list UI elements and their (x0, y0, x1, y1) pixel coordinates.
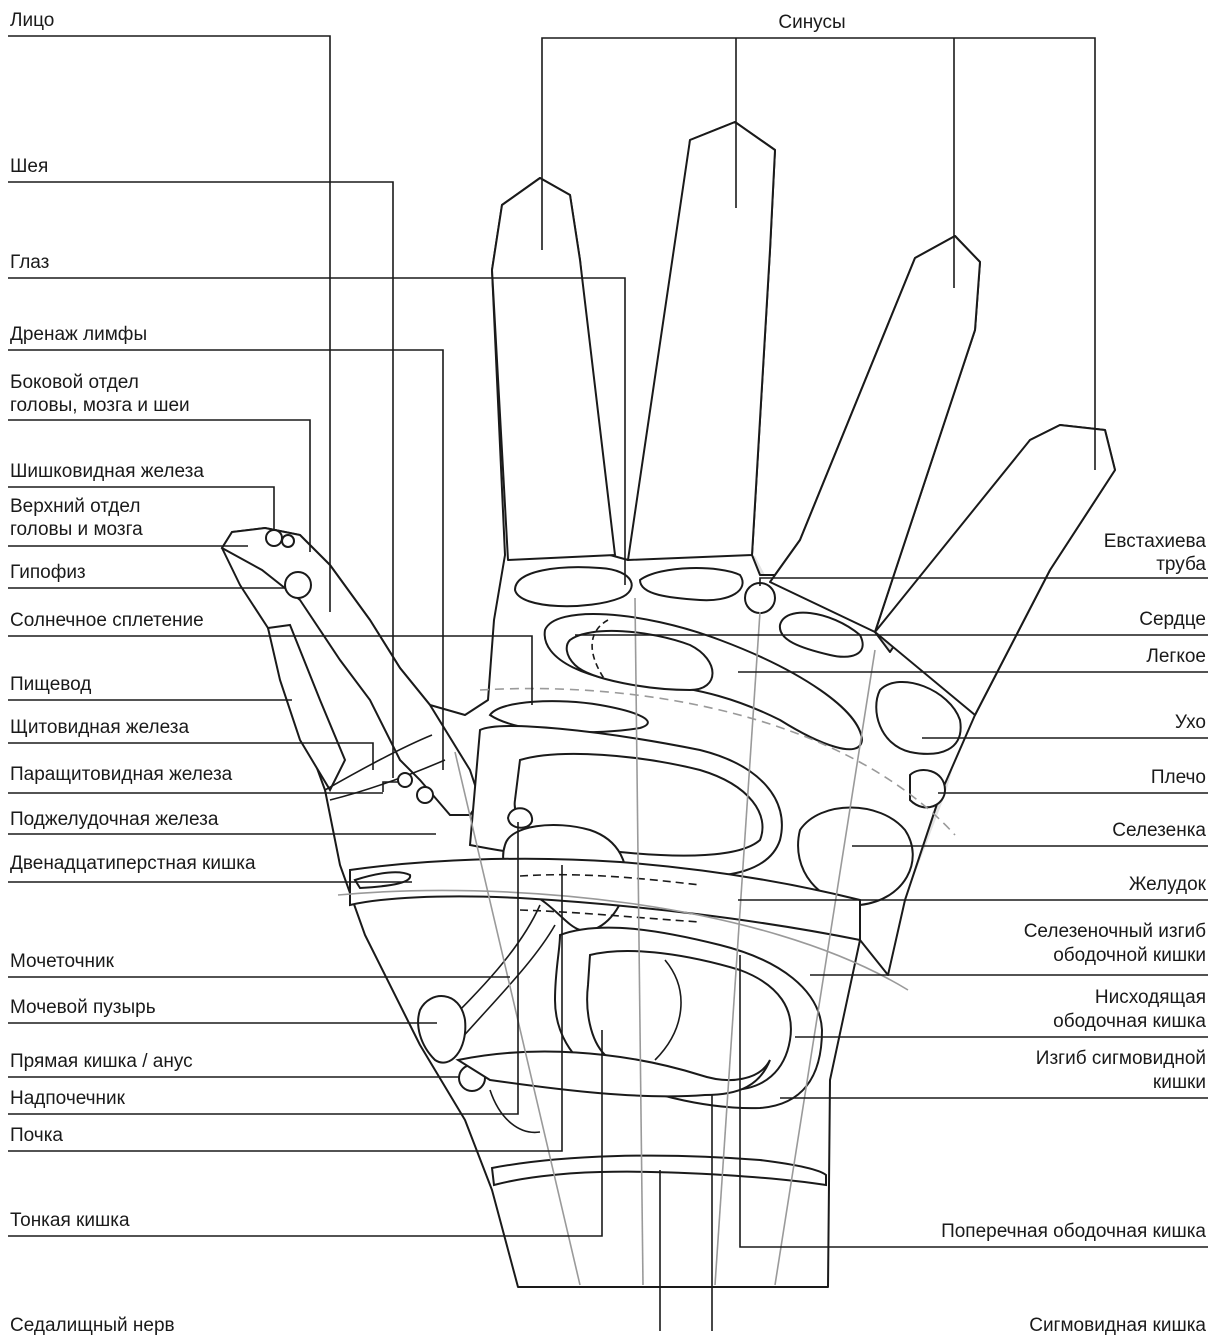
duodenum-zone (508, 808, 532, 828)
label-eustachian-line2: труба (1156, 553, 1206, 577)
label-eye: Глаз (10, 251, 49, 275)
label-side-head-line2: головы, мозга и шеи (10, 394, 190, 418)
label-sigmoid-colon: Сигмовидная кишка (1029, 1314, 1206, 1338)
label-thyroid: Щитовидная железа (10, 716, 189, 740)
label-spleen: Селезенка (1112, 819, 1206, 843)
label-upper-head-line2: головы и мозга (10, 518, 143, 542)
shoulder-zone (910, 770, 945, 807)
eustachian-point (745, 583, 775, 613)
label-sigmoid-flexure-line1: Изгиб сигмовидной (1036, 1047, 1206, 1071)
label-duodenum: Двенадцатиперстная кишка (10, 852, 256, 876)
label-heart: Сердце (1139, 608, 1206, 632)
label-kidney: Почка (10, 1124, 63, 1148)
label-transverse-colon: Поперечная ободочная кишка (941, 1220, 1206, 1244)
label-ureter: Мочеточник (10, 950, 114, 974)
label-pineal: Шишковидная железа (10, 460, 204, 484)
pineal-point (266, 530, 282, 546)
parathyroid-point-2 (417, 787, 433, 803)
label-sciatic: Седалищный нерв (10, 1314, 175, 1338)
label-parathyroid: Паращитовидная железа (10, 763, 232, 787)
label-sigmoid-flexure-line2: кишки (1153, 1071, 1206, 1095)
index-finger (492, 178, 615, 560)
label-lung: Легкое (1146, 645, 1206, 669)
label-bladder: Мочевой пузырь (10, 996, 156, 1020)
label-splenic-flexure-line2: ободочной кишки (1053, 944, 1206, 968)
label-lymph-drainage: Дренаж лимфы (10, 323, 147, 347)
pituitary-point (285, 572, 311, 598)
label-upper-head-line1: Верхний отдел (10, 495, 140, 519)
label-neck: Шея (10, 155, 48, 179)
label-adrenal: Надпочечник (10, 1087, 125, 1111)
label-pituitary: Гипофиз (10, 561, 86, 585)
label-ear: Ухо (1175, 711, 1206, 735)
label-side-head-line1: Боковой отдел (10, 371, 139, 395)
middle-finger (628, 122, 775, 560)
label-stomach: Желудок (1129, 873, 1206, 897)
label-rectum: Прямая кишка / анус (10, 1050, 193, 1074)
finger-base-zone-1 (515, 567, 632, 606)
label-pancreas: Поджелудочная железа (10, 808, 218, 832)
label-small-intestine: Тонкая кишка (10, 1209, 130, 1233)
parathyroid-point-1 (398, 773, 412, 787)
label-sinuses: Синусы (752, 11, 872, 35)
pineal-point-2 (282, 535, 294, 547)
label-shoulder: Плечо (1151, 766, 1206, 790)
label-descending-colon-line2: ободочная кишка (1053, 1010, 1206, 1034)
label-splenic-flexure-line1: Селезеночный изгиб (1024, 920, 1206, 944)
label-solar-plexus: Солнечное сплетение (10, 609, 204, 633)
label-descending-colon-line1: Нисходящая (1095, 986, 1206, 1010)
label-face: Лицо (10, 9, 54, 33)
label-esophagus: Пищевод (10, 673, 91, 697)
label-eustachian-line1: Евстахиева (1104, 530, 1206, 554)
